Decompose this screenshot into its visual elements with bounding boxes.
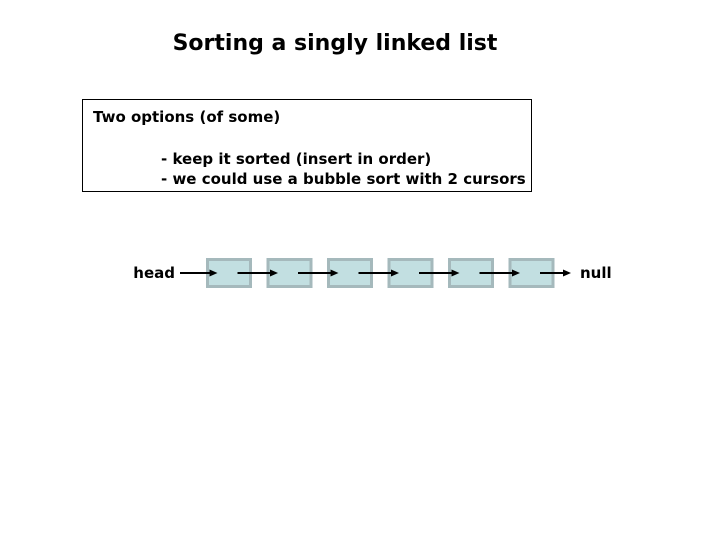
head-label: head [133,264,175,282]
options-heading: Two options (of some) [93,108,281,126]
pointer-arrow-head [391,269,399,277]
null-label: null [580,264,612,282]
head-pointer-arrow-head [209,269,218,277]
pointer-arrow-head [512,269,520,277]
linked-list-svg: head null [133,258,612,288]
pointer-arrow-head [330,269,339,277]
slide-title: Sorting a singly linked list [172,31,498,56]
options-box: Two options (of some) - keep it sorted (… [82,99,532,192]
pointer-arrow-head [451,269,460,277]
linked-list-nodes [180,258,571,288]
bullet-keep-sorted: - keep it sorted (insert in order) [161,150,432,168]
pointer-arrow-head [270,269,278,277]
pointer-arrow-head [563,269,571,277]
bullet-bubble-sort: - we could use a bubble sort with 2 curs… [161,170,526,188]
options-bullets: - keep it sorted (insert in order) - we … [93,149,531,189]
